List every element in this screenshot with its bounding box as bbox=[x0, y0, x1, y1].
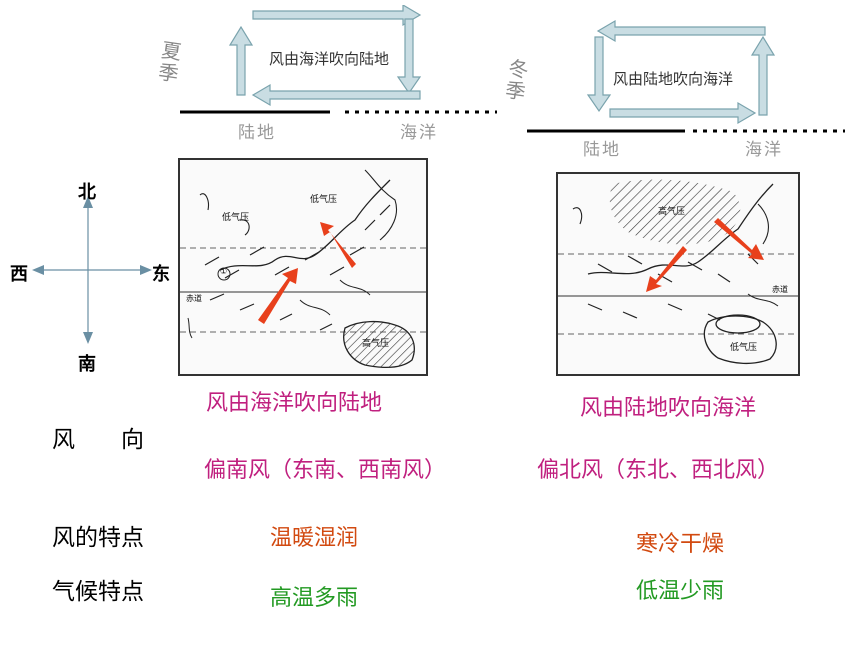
summer-description: 风由海洋吹向陆地 bbox=[206, 391, 383, 416]
compass-north-head bbox=[83, 196, 93, 208]
summer-monsoon-map: 低气压 低气压 高气压 赤道 ① bbox=[178, 158, 428, 376]
summer-map-low-left: 低气压 bbox=[222, 213, 250, 223]
summer-land-label: 陆地 bbox=[238, 123, 276, 143]
summer-map-equator: 赤道 bbox=[186, 294, 202, 303]
compass-east-label: 东 bbox=[152, 264, 170, 285]
winter-map-low: 低气压 bbox=[730, 343, 758, 353]
summer-wind-feature: 温暖湿润 bbox=[270, 526, 359, 551]
compass-north-label: 北 bbox=[78, 182, 96, 203]
winter-australia bbox=[703, 315, 777, 365]
winter-climate: 低温少雨 bbox=[636, 579, 725, 604]
summer-cycle-label: 风由海洋吹向陆地 bbox=[269, 50, 390, 68]
summer-map-high: 高气压 bbox=[362, 339, 390, 349]
winter-ocean-label: 海洋 bbox=[745, 140, 783, 160]
winter-wind-direction: 偏北风（东北、西北风） bbox=[537, 458, 780, 483]
summer-left-arrow bbox=[228, 25, 254, 96]
winter-map-equator: 赤道 bbox=[772, 285, 788, 294]
summer-wind-arrow-1 bbox=[258, 268, 298, 324]
winter-map-drawing bbox=[558, 179, 798, 365]
compass-west-label: 西 bbox=[10, 264, 28, 285]
summer-circulation-diagram bbox=[180, 5, 497, 114]
summer-right-arrow bbox=[396, 18, 422, 95]
winter-wind-feature: 寒冷干燥 bbox=[636, 532, 725, 557]
summer-wind-direction: 偏南风（东南、西南风） bbox=[204, 458, 447, 483]
winter-wind-arrow-2 bbox=[714, 218, 764, 260]
winter-map-high: 高气压 bbox=[658, 207, 686, 217]
compass-west-head bbox=[32, 265, 44, 275]
winter-wind-arrow-1 bbox=[646, 246, 687, 292]
summer-bottom-arrow bbox=[251, 83, 421, 107]
summer-map-marker: ① bbox=[220, 267, 228, 276]
summer-ocean-label: 海洋 bbox=[400, 123, 438, 143]
winter-asia-high bbox=[609, 179, 741, 245]
winter-left-arrow bbox=[586, 36, 612, 113]
compass-south-label: 南 bbox=[78, 354, 96, 375]
winter-circulation-diagram bbox=[527, 19, 845, 133]
compass-south-head bbox=[83, 332, 93, 344]
summer-map-drawing bbox=[180, 169, 426, 369]
compass-rose bbox=[32, 196, 152, 344]
summer-australia bbox=[343, 320, 415, 369]
winter-land-label: 陆地 bbox=[583, 140, 621, 160]
winter-bottom-arrow bbox=[609, 101, 757, 125]
climate-feature-label: 气候特点 bbox=[52, 579, 144, 605]
wind-feature-label: 风的特点 bbox=[52, 525, 144, 551]
compass-east-head bbox=[140, 265, 152, 275]
summer-top-arrow bbox=[252, 5, 422, 27]
summer-wind-arrow-2 bbox=[320, 222, 356, 268]
winter-top-arrow bbox=[596, 19, 766, 43]
winter-monsoon-map: 高气压 低气压 赤道 bbox=[556, 172, 800, 376]
winter-description: 风由陆地吹向海洋 bbox=[580, 396, 757, 421]
winter-cycle-label: 风由陆地吹向海洋 bbox=[613, 70, 734, 88]
winter-right-arrow bbox=[750, 35, 776, 116]
wind-direction-label: 风 向 bbox=[52, 427, 144, 453]
summer-map-low-right: 低气压 bbox=[310, 195, 338, 205]
summer-climate: 高温多雨 bbox=[270, 586, 359, 611]
